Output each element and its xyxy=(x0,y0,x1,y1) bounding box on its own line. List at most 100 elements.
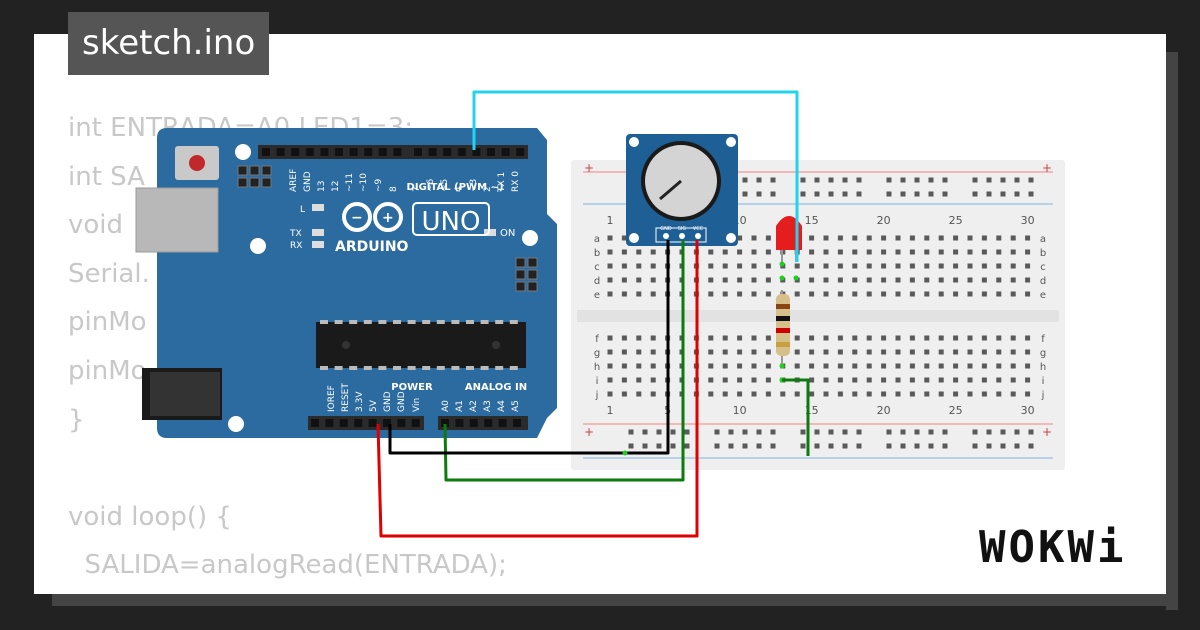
breadboard-hole xyxy=(981,391,987,397)
breadboard-hole xyxy=(953,335,959,341)
rail-hole xyxy=(886,429,892,435)
pot-pin-label: SIG xyxy=(678,226,687,232)
chip-pin xyxy=(480,366,489,370)
column-number: 30 xyxy=(1021,404,1035,417)
chip-pin xyxy=(436,320,445,324)
code-line[interactable]: int SA xyxy=(68,161,145,192)
breadboard-hole xyxy=(967,249,973,255)
row-letter: d xyxy=(594,276,600,287)
row-letter: j xyxy=(1041,390,1045,401)
breadboard-hole xyxy=(722,377,728,383)
rail-hole xyxy=(1000,177,1006,183)
header-pin xyxy=(501,148,510,156)
header-pin xyxy=(472,148,481,156)
row-letter: e xyxy=(1040,290,1046,301)
header-pin xyxy=(354,419,363,427)
code-line[interactable]: pinMo xyxy=(68,355,147,386)
digital-pin-label: ~9 xyxy=(374,178,384,192)
breadboard-hole xyxy=(895,235,901,241)
breadboard-hole xyxy=(809,235,815,241)
code-line[interactable]: pinMo xyxy=(68,307,147,338)
file-tab[interactable]: sketch.ino xyxy=(68,12,270,75)
breadboard-hole xyxy=(765,235,771,241)
breadboard-hole xyxy=(837,377,843,383)
breadboard-hole xyxy=(953,377,959,383)
breadboard-hole xyxy=(909,291,915,297)
rail-hole xyxy=(742,191,748,197)
rail-hole xyxy=(914,443,920,449)
breadboard-hole xyxy=(751,391,757,397)
column-number: 1 xyxy=(607,214,614,227)
breadboard-hole xyxy=(650,249,656,255)
chip-pin xyxy=(466,320,474,324)
rail-plus-label: + xyxy=(1042,425,1052,439)
header-pin xyxy=(311,419,319,427)
breadboard-hole xyxy=(967,291,973,297)
breadboard-hole xyxy=(823,363,829,369)
breadboard-hole xyxy=(607,277,613,283)
breadboard-hole xyxy=(737,277,743,283)
rail-hole xyxy=(742,443,748,449)
digital-pin-label: AREF xyxy=(289,169,299,192)
breadboard-hole xyxy=(621,349,627,355)
breadboard-hole xyxy=(852,235,858,241)
digital-header-label: DIGITAL (PWM ~) xyxy=(407,182,504,193)
code-line[interactable]: void loop() { xyxy=(68,501,232,532)
code-line[interactable]: Serial. xyxy=(68,258,150,289)
breadboard-hole xyxy=(823,391,829,397)
icsp2-pin xyxy=(515,281,526,292)
breadboard-hole xyxy=(953,291,959,297)
breadboard-hole xyxy=(809,391,815,397)
row-letter: i xyxy=(596,376,599,387)
rail-hole xyxy=(900,177,906,183)
breadboard-hole xyxy=(881,335,887,341)
pot-hole xyxy=(726,137,736,147)
rail-hole xyxy=(728,443,734,449)
window-shadow-right xyxy=(1166,52,1178,610)
rail-hole xyxy=(756,443,762,449)
chip-pin xyxy=(407,366,416,370)
breadboard-hole xyxy=(765,263,771,269)
breadboard-hole xyxy=(809,291,815,297)
rail-hole xyxy=(928,177,934,183)
row-letter: h xyxy=(1040,362,1046,373)
rail-hole xyxy=(642,429,648,435)
rail-hole xyxy=(900,429,906,435)
breadboard-hole xyxy=(953,363,959,369)
breadboard-hole xyxy=(722,277,728,283)
icsp2-pin xyxy=(527,269,538,280)
arduino-logo-right xyxy=(373,202,403,232)
header-pin xyxy=(455,419,464,427)
breadboard-hole xyxy=(924,349,930,355)
breadboard-hole xyxy=(881,235,887,241)
breadboard-hole xyxy=(650,291,656,297)
breadboard-hole xyxy=(607,349,613,355)
analog-pin-label: A0 xyxy=(441,400,451,412)
rail-hole xyxy=(842,191,848,197)
code-line[interactable]: } xyxy=(68,404,85,435)
column-number: 20 xyxy=(877,404,891,417)
breadboard-hole xyxy=(837,391,843,397)
breadboard-hole xyxy=(981,349,987,355)
breadboard-hole xyxy=(1010,335,1016,341)
breadboard-hole xyxy=(895,377,901,383)
breadboard-hole xyxy=(737,349,743,355)
rail-hole xyxy=(828,443,834,449)
breadboard-hole xyxy=(607,363,613,369)
breadboard-hole xyxy=(1010,349,1016,355)
breadboard-hole xyxy=(650,349,656,355)
digital-pin-label: ~3 xyxy=(469,179,479,192)
breadboard-hole xyxy=(938,377,944,383)
icsp2-pin xyxy=(515,269,526,280)
breadboard-hole xyxy=(981,363,987,369)
power-header xyxy=(308,416,424,430)
header-pin xyxy=(378,148,387,156)
power-pin-label: RESET xyxy=(341,383,351,412)
led-label-on: ON xyxy=(500,228,515,239)
code-line[interactable]: void xyxy=(68,210,124,241)
rail-hole xyxy=(714,429,720,435)
mounting-hole xyxy=(228,416,244,432)
icsp-pin xyxy=(237,177,248,188)
header-pin xyxy=(262,148,270,156)
code-line[interactable]: SALIDA=analogRead(ENTRADA); xyxy=(68,550,507,581)
